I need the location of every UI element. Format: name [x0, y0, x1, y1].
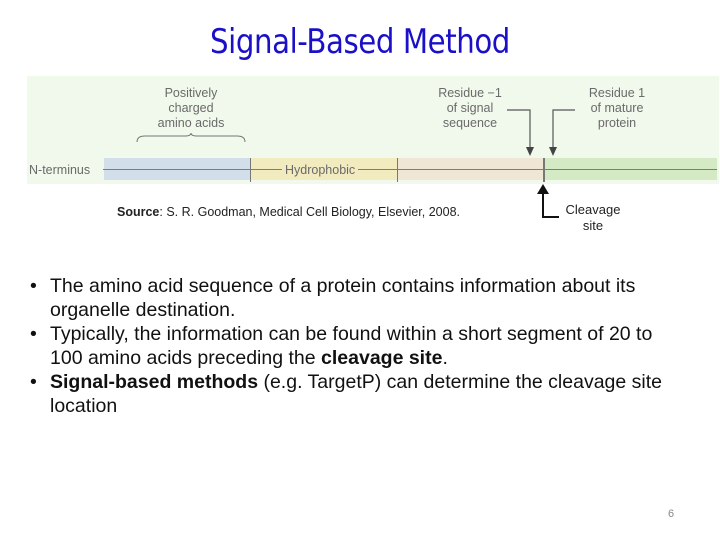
bullet-icon: •: [30, 323, 37, 345]
divider-2: [397, 158, 398, 182]
source-label: Source: [117, 205, 160, 219]
bullet-item: • The amino acid sequence of a protein c…: [30, 275, 636, 321]
source-citation: Source: S. R. Goodman, Medical Cell Biol…: [117, 205, 460, 219]
bullet-list: • The amino acid sequence of a protein c…: [30, 274, 690, 418]
sequence-line: [103, 169, 717, 170]
label-residue-1: Residue 1 of mature protein: [588, 86, 646, 130]
divider-1: [250, 158, 251, 182]
emphasis-signal-based-methods: Signal-based methods: [50, 371, 259, 393]
bullet-item: • Signal-based methods (e.g. TargetP) ca…: [30, 371, 662, 417]
signal-sequence-figure: Positively charged amino acids Residue −…: [27, 76, 719, 184]
bullet-icon: •: [30, 275, 37, 297]
bullet-icon: •: [30, 371, 37, 393]
arrow-residue-1-icon: [549, 109, 575, 156]
page-number: 6: [668, 508, 675, 520]
label-hydrophobic: Hydrophobic: [282, 163, 359, 178]
emphasis-cleavage-site: cleavage site: [321, 347, 443, 369]
label-residue-minus-1: Residue −1 of signal sequence: [438, 86, 502, 130]
label-n-terminus: N-terminus: [29, 163, 91, 178]
divider-cleavage: [543, 158, 545, 182]
slide-title: Signal-Based Method: [210, 22, 510, 62]
bullet-item: • Typically, the information can be foun…: [30, 323, 653, 369]
cleavage-site-label: Cleavage site: [565, 202, 621, 233]
brace-icon: [136, 133, 246, 143]
cleavage-arrow-icon: [537, 184, 559, 218]
arrow-residue-minus-1-icon: [507, 109, 534, 156]
label-positively-charged: Positively charged amino acids: [157, 86, 225, 130]
source-text: : S. R. Goodman, Medical Cell Biology, E…: [159, 205, 460, 219]
